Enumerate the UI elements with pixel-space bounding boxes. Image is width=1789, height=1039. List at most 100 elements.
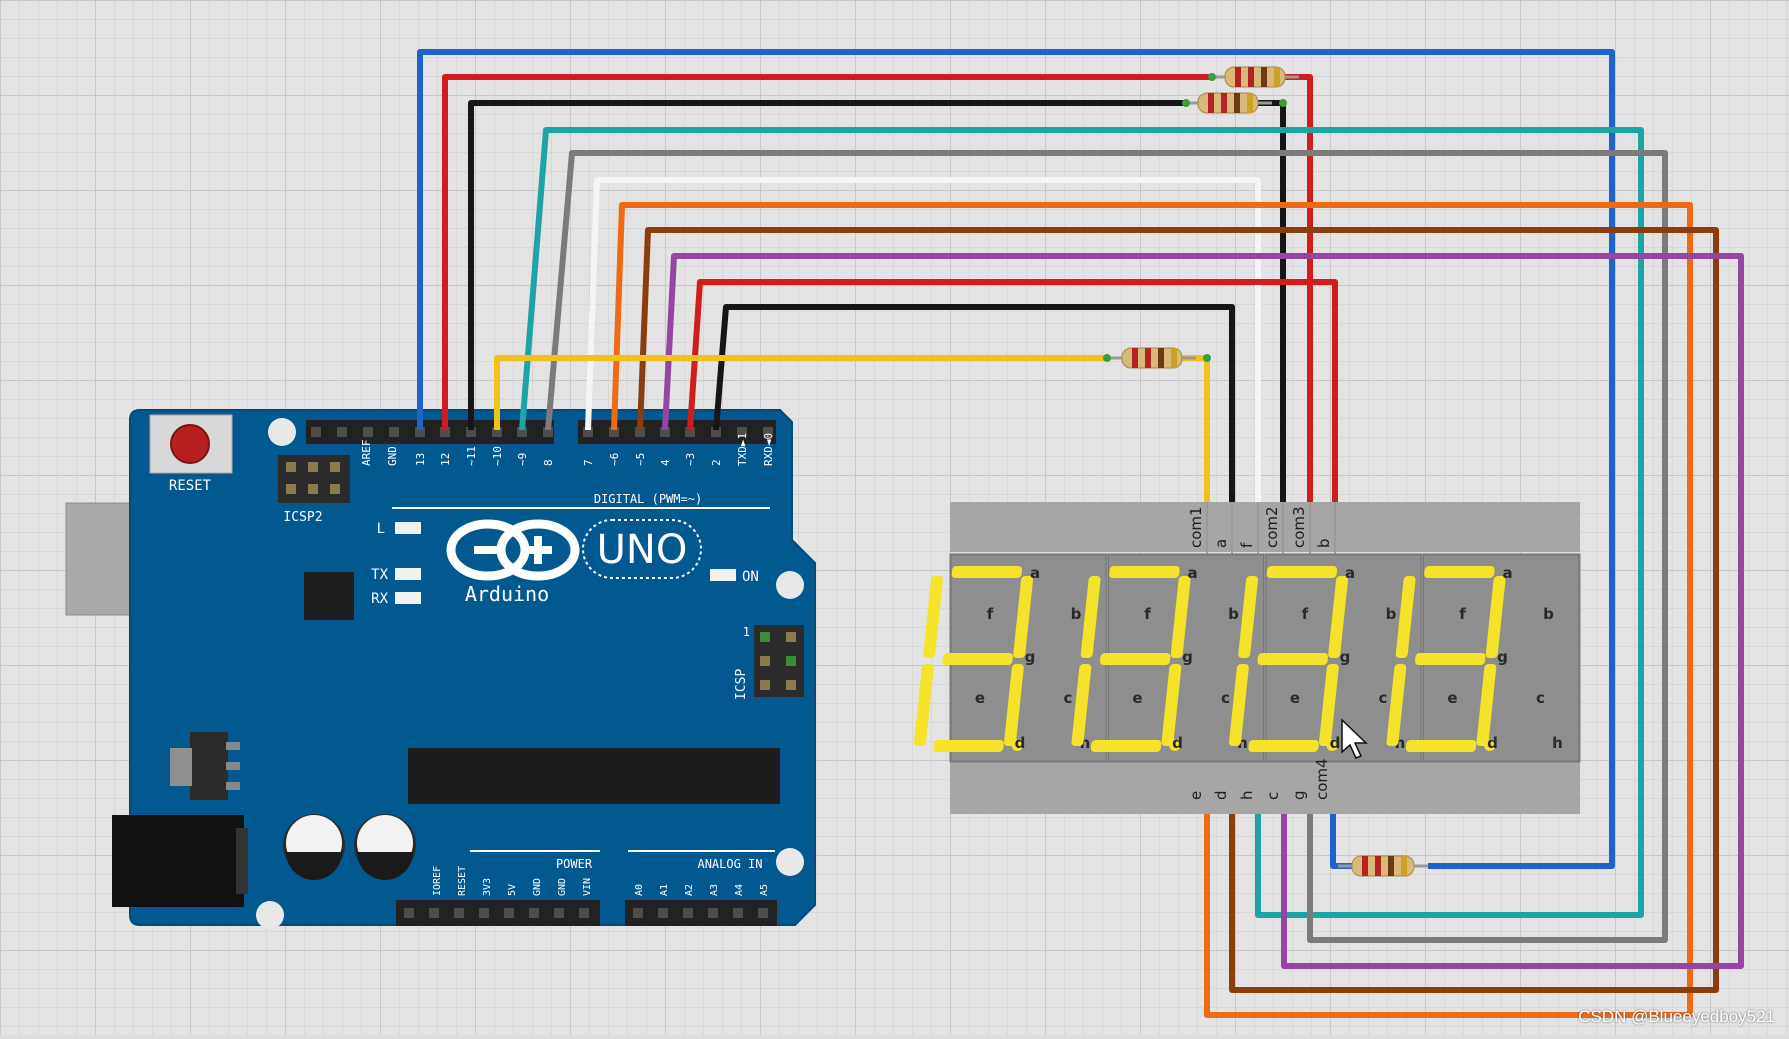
analog-pin-label: A3 bbox=[709, 884, 720, 896]
power-label: POWER bbox=[556, 857, 593, 871]
wire-joint bbox=[1208, 73, 1216, 81]
digital-header-mid bbox=[414, 420, 554, 444]
segment-label-d: d bbox=[1015, 734, 1026, 752]
segment-label-a: a bbox=[1502, 564, 1512, 582]
segment-label-c: c bbox=[1379, 689, 1388, 707]
on-label: ON bbox=[742, 569, 759, 585]
analog-pin-label: A0 bbox=[634, 884, 645, 896]
atmega-chip bbox=[408, 748, 780, 804]
display-bottom-pin-label: d bbox=[1212, 790, 1230, 800]
digital-pin-label: ~9 bbox=[516, 453, 529, 466]
aref-label: AREF bbox=[360, 440, 373, 467]
digital-pin-label: ~11 bbox=[465, 446, 478, 466]
segment-d bbox=[1090, 740, 1161, 752]
display-bottom-pin-strip bbox=[950, 762, 1580, 814]
header-hole[interactable] bbox=[404, 908, 414, 918]
header-hole[interactable] bbox=[389, 427, 399, 437]
display-bottom-pin-label: h bbox=[1238, 790, 1256, 800]
header-hole[interactable] bbox=[579, 908, 589, 918]
power-pin-label: IOREF bbox=[432, 866, 443, 896]
mounting-hole bbox=[776, 848, 804, 876]
header-hole[interactable] bbox=[479, 908, 489, 918]
analog-pin-label: A1 bbox=[659, 884, 670, 896]
power-jack bbox=[112, 815, 244, 907]
icsp2-label: ICSP2 bbox=[283, 510, 322, 525]
segment-label-c: c bbox=[1536, 689, 1545, 707]
led-tx bbox=[395, 568, 421, 580]
display-top-pin-label: f bbox=[1238, 542, 1256, 548]
segment-g bbox=[1100, 653, 1171, 665]
digital-pin-label: 4 bbox=[659, 459, 672, 466]
power-pin-label: RESET bbox=[457, 866, 468, 896]
segment-a bbox=[951, 566, 1022, 578]
analog-pin-label: A2 bbox=[684, 884, 695, 896]
icsp-pin1-label: 1 bbox=[743, 625, 750, 639]
segment-label-f: f bbox=[987, 605, 994, 623]
header-hole[interactable] bbox=[554, 908, 564, 918]
header-hole[interactable] bbox=[429, 908, 439, 918]
segment-d bbox=[1248, 740, 1319, 752]
digital-pin-label: ~5 bbox=[634, 453, 647, 466]
header-hole[interactable] bbox=[504, 908, 514, 918]
digital-pin-label: 8 bbox=[542, 459, 555, 466]
segment-label-b: b bbox=[1543, 605, 1554, 623]
wire-joint bbox=[1203, 354, 1211, 362]
segment-label-c: c bbox=[1064, 689, 1073, 707]
display-top-pin-label: b bbox=[1315, 538, 1333, 548]
segment-label-a: a bbox=[1030, 564, 1040, 582]
analog-pin-label: A5 bbox=[759, 884, 770, 896]
power-pin-label: GND bbox=[557, 878, 568, 896]
header-hole[interactable] bbox=[529, 908, 539, 918]
display-top-pin-label: a bbox=[1212, 539, 1230, 548]
voltage-regulator bbox=[190, 732, 228, 800]
segment-label-b: b bbox=[1228, 605, 1239, 623]
icsp-label: ICSP bbox=[734, 669, 749, 700]
reset-button[interactable] bbox=[171, 425, 209, 463]
segment-label-e: e bbox=[1447, 689, 1457, 707]
header-hole[interactable] bbox=[733, 908, 743, 918]
segment-label-d: d bbox=[1330, 734, 1341, 752]
header-hole[interactable] bbox=[683, 908, 693, 918]
segment-label-f: f bbox=[1459, 605, 1466, 623]
digital-pin-label: 12 bbox=[439, 453, 452, 466]
header-hole[interactable] bbox=[454, 908, 464, 918]
digital-pin-label: ~3 bbox=[684, 453, 697, 466]
display-bottom-pin-label: g bbox=[1290, 790, 1308, 800]
segment-label-g: g bbox=[1182, 648, 1193, 666]
wire-joint bbox=[1103, 354, 1111, 362]
segment-label-a: a bbox=[1187, 564, 1197, 582]
mounting-hole bbox=[268, 418, 296, 446]
digital-pin-label: ~10 bbox=[491, 446, 504, 466]
header-hole[interactable] bbox=[758, 908, 768, 918]
segment-label-e: e bbox=[975, 689, 985, 707]
header-hole[interactable] bbox=[708, 908, 718, 918]
led-l bbox=[395, 522, 421, 534]
analog-label: ANALOG IN bbox=[697, 857, 762, 871]
analog-pin-label: A4 bbox=[734, 884, 745, 896]
led-tx-label: TX bbox=[371, 567, 388, 583]
watermark: CSDN @Blueeyedboy521 bbox=[1578, 1007, 1775, 1027]
header-hole[interactable] bbox=[337, 427, 347, 437]
segment-label-g: g bbox=[1497, 648, 1508, 666]
segment-g bbox=[942, 653, 1013, 665]
segment-label-b: b bbox=[1386, 605, 1397, 623]
icsp2-header bbox=[278, 455, 350, 503]
wire-joint bbox=[1279, 99, 1287, 107]
uno-label: UNO bbox=[597, 527, 688, 573]
digital-pin-label: ~6 bbox=[608, 453, 621, 466]
led-rx bbox=[395, 592, 421, 604]
header-hole[interactable] bbox=[363, 427, 373, 437]
display-bottom-pin-label: e bbox=[1187, 791, 1205, 800]
segment-label-b: b bbox=[1071, 605, 1082, 623]
header-hole[interactable] bbox=[658, 908, 668, 918]
header-hole[interactable] bbox=[633, 908, 643, 918]
led-l-label: L bbox=[377, 521, 385, 537]
mounting-hole bbox=[776, 571, 804, 599]
segment-g bbox=[1415, 653, 1486, 665]
header-hole[interactable] bbox=[311, 427, 321, 437]
segment-label-g: g bbox=[1025, 648, 1036, 666]
